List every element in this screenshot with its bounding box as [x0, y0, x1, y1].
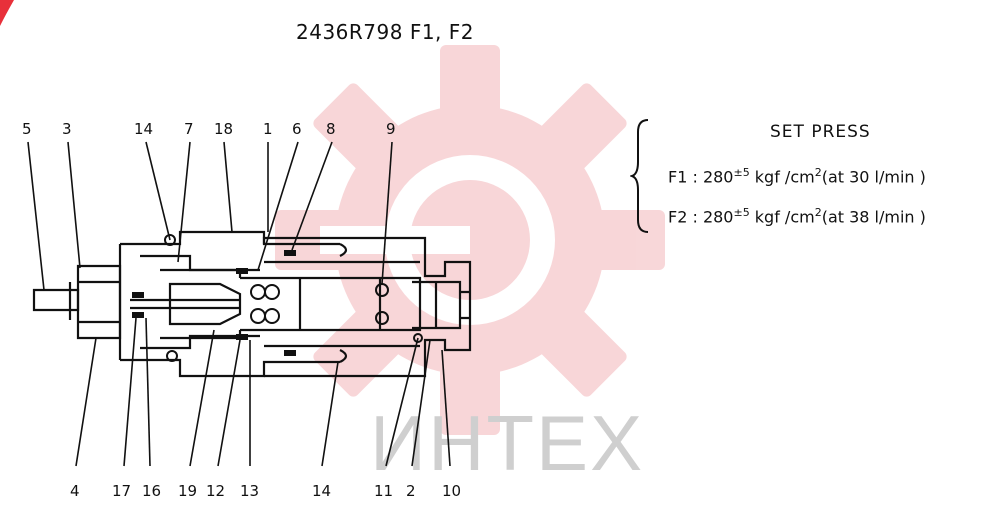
callout-6: 6 [292, 120, 302, 138]
callout-8: 8 [326, 120, 336, 138]
callout-1: 1 [263, 120, 273, 138]
spec-brace [630, 119, 649, 233]
callout-19: 19 [178, 482, 197, 500]
callout-7: 7 [184, 120, 194, 138]
callout-labels-bottom: 4 17 16 19 12 13 14 11 2 10 [70, 482, 461, 500]
callout-12: 12 [206, 482, 225, 500]
callout-labels-top: 5 3 14 7 18 1 6 8 9 [22, 120, 396, 138]
diagram-title: 2436R798 F1, F2 [296, 20, 474, 44]
callout-5: 5 [22, 120, 32, 138]
callout-16: 16 [142, 482, 161, 500]
callout-3: 3 [62, 120, 72, 138]
callout-4: 4 [70, 482, 80, 500]
spec-line-f2: F2 : 280±5 kgf /cm2(at 38 l/min ) [668, 206, 926, 227]
callout-17: 17 [112, 482, 131, 500]
callout-18: 18 [214, 120, 233, 138]
spec-heading: SET PRESS [770, 122, 871, 142]
callout-11: 11 [374, 482, 393, 500]
callout-10: 10 [442, 482, 461, 500]
leader-lines [27, 141, 451, 467]
callout-14-top: 14 [134, 120, 153, 138]
valve-springs [164, 234, 423, 362]
corner-mark [0, 0, 14, 26]
callout-2: 2 [406, 482, 416, 500]
callout-13: 13 [240, 482, 259, 500]
callout-14-bottom: 14 [312, 482, 331, 500]
valve-seals [132, 250, 296, 356]
valve-body-outline [32, 230, 472, 378]
spec-line-f1: F1 : 280±5 kgf /cm2(at 30 l/min ) [668, 166, 926, 187]
callout-9: 9 [386, 120, 396, 138]
